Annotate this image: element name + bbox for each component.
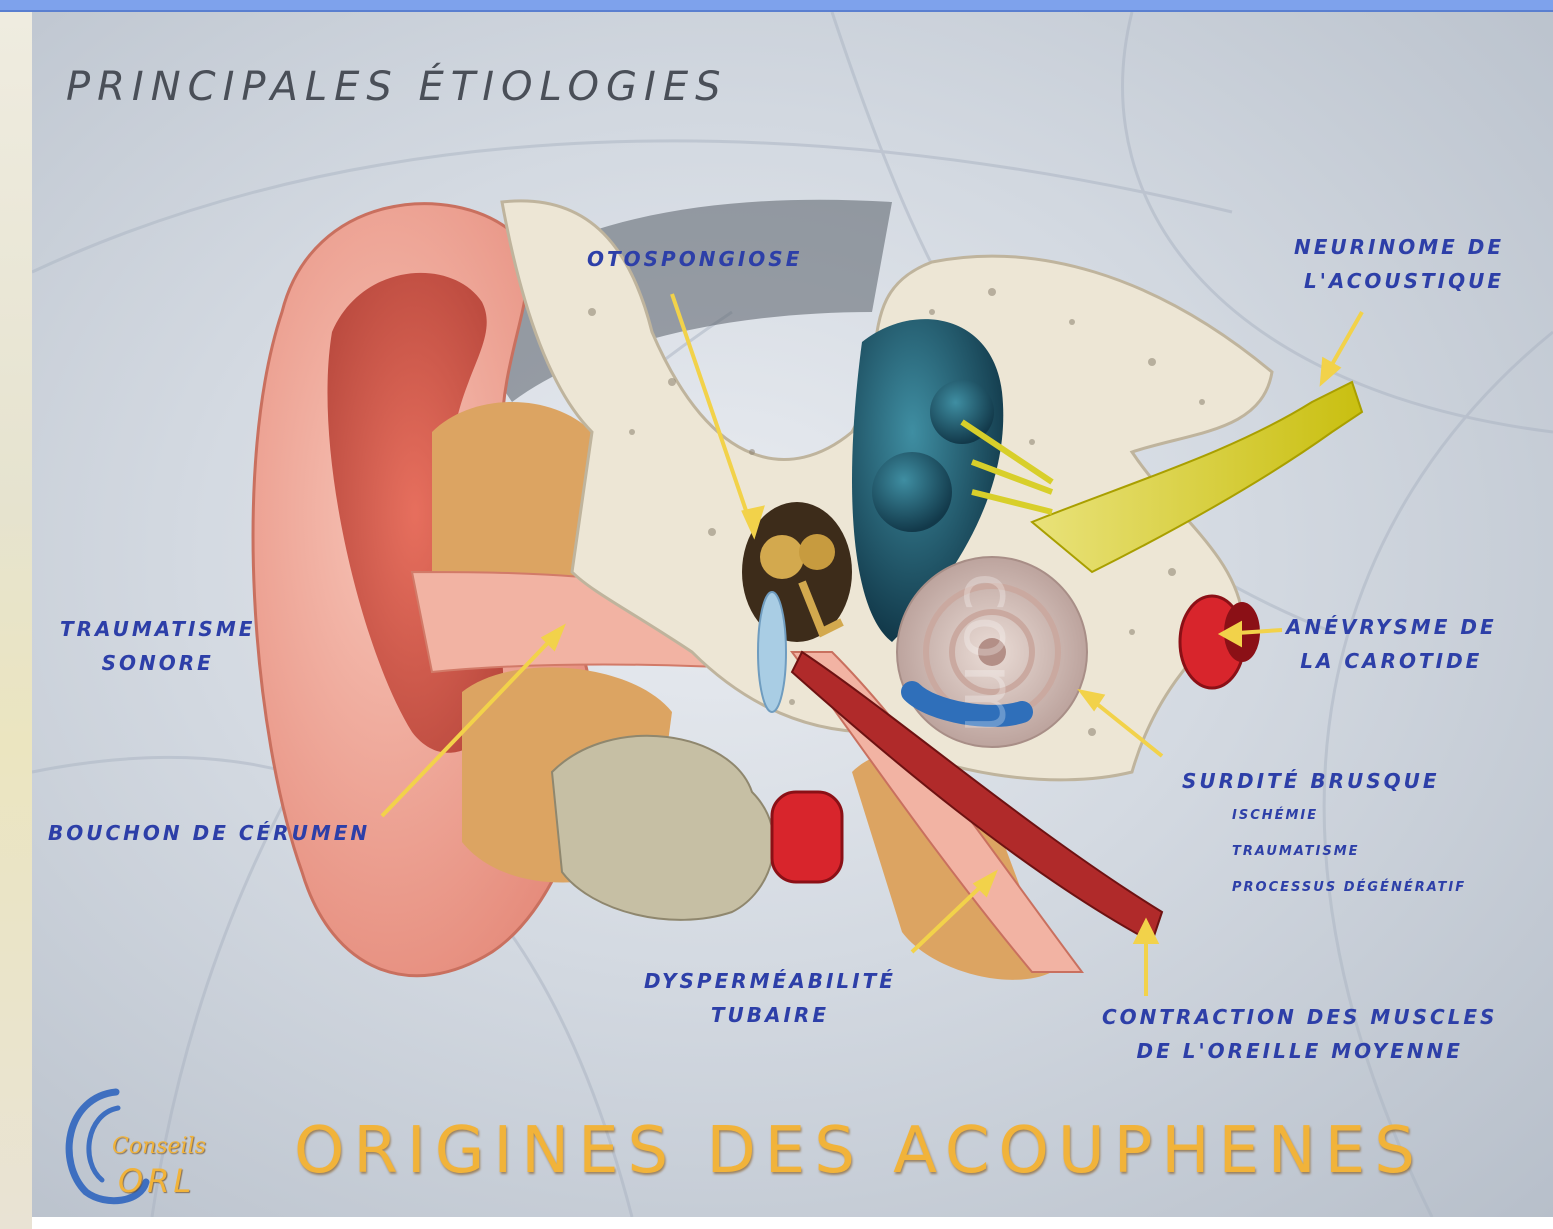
label-neurinome: NEURINOME DE L'ACOUSTIQUE bbox=[1294, 230, 1504, 298]
label-anevrysme-line2: LA CAROTIDE bbox=[1286, 644, 1497, 678]
label-contraction-line1: CONTRACTION DES MUSCLES bbox=[1102, 1000, 1497, 1034]
cause-ischemie: ISCHÉMIE bbox=[1232, 806, 1466, 826]
logo-text-conseils: Conseils bbox=[112, 1134, 206, 1159]
label-surdite-causes: ISCHÉMIE TRAUMATISME PROCESSUS DÉGÉNÉRAT… bbox=[1232, 806, 1466, 898]
left-strip bbox=[0, 12, 32, 1229]
top-bar bbox=[0, 0, 1553, 12]
label-traumatisme-sonore: TRAUMATISME SONORE bbox=[60, 612, 255, 680]
label-neurinome-line2: L'ACOUSTIQUE bbox=[1294, 264, 1504, 298]
diagram-title: PRINCIPALES ÉTIOLOGIES bbox=[66, 64, 728, 110]
label-bouchon-cerumen: BOUCHON DE CÉRUMEN bbox=[48, 816, 370, 850]
watermark-text: com bbox=[948, 572, 1032, 738]
label-otospongiose: OTOSPONGIOSE bbox=[587, 242, 802, 276]
cause-traumatisme: TRAUMATISME bbox=[1232, 842, 1466, 862]
label-contraction-muscles: CONTRACTION DES MUSCLES DE L'OREILLE MOY… bbox=[1102, 1000, 1497, 1068]
label-traumatisme-sonore-line1: TRAUMATISME bbox=[60, 612, 255, 646]
logo-text-orl: ORL bbox=[118, 1162, 195, 1200]
label-dyspermeabilite-line2: TUBAIRE bbox=[644, 998, 896, 1032]
footer-title: ORIGINES DES ACOUPHENES bbox=[294, 1114, 1424, 1188]
label-anevrysme: ANÉVRYSME DE LA CAROTIDE bbox=[1286, 610, 1497, 678]
ear-anatomy-figure: PRINCIPALES ÉTIOLOGIES com OTOSPONGIOSE … bbox=[32, 12, 1553, 1217]
label-dyspermeabilite-line1: DYSPERMÉABILITÉ bbox=[644, 964, 896, 998]
label-anevrysme-line1: ANÉVRYSME DE bbox=[1286, 610, 1497, 644]
label-neurinome-line1: NEURINOME DE bbox=[1294, 230, 1504, 264]
cause-processus-degeneratif: PROCESSUS DÉGÉNÉRATIF bbox=[1232, 878, 1466, 898]
label-contraction-line2: DE L'OREILLE MOYENNE bbox=[1102, 1034, 1497, 1068]
label-dyspermeabilite-tubaire: DYSPERMÉABILITÉ TUBAIRE bbox=[644, 964, 896, 1032]
label-traumatisme-sonore-line2: SONORE bbox=[60, 646, 255, 680]
label-surdite-brusque: SURDITÉ BRUSQUE bbox=[1182, 764, 1440, 798]
